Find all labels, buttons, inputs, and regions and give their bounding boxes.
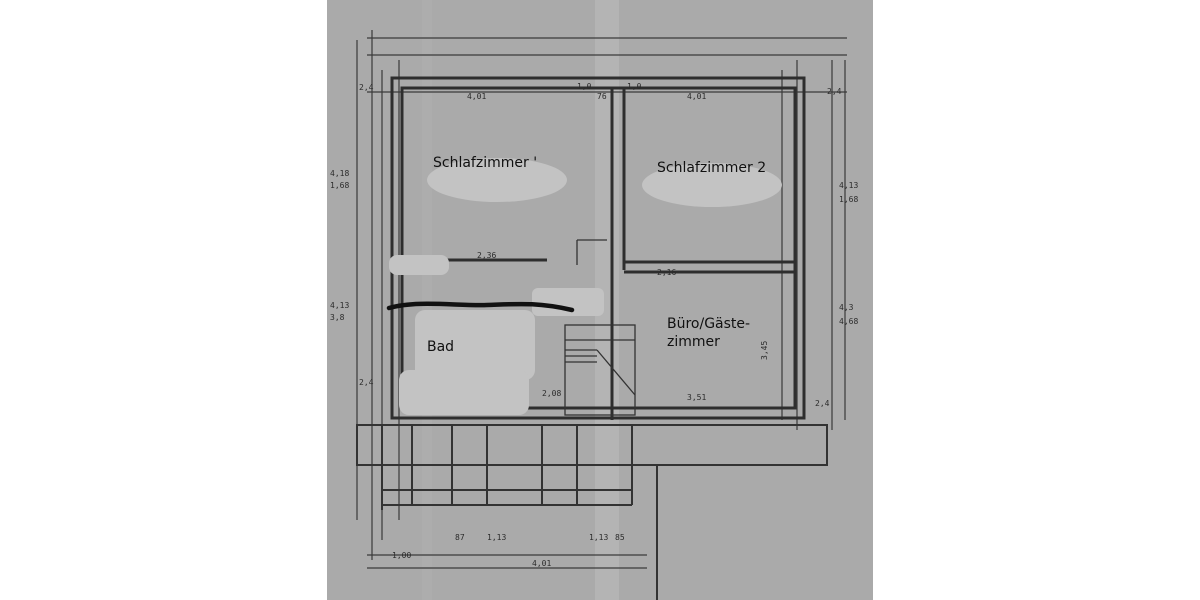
dimension-label: 2,08 xyxy=(542,389,561,398)
dimension-label: 4,13 xyxy=(839,181,858,190)
room-label-bad: Bad xyxy=(427,339,455,355)
dimension-label: 3,8 xyxy=(330,313,345,322)
dimension-label: 2,4 xyxy=(815,399,830,408)
room-label-buero-line-2: zimmer xyxy=(667,334,720,350)
terrace-outline xyxy=(356,424,828,600)
room-label-buero-line-1: Büro/Gäste- xyxy=(667,316,751,332)
wall-lines xyxy=(390,76,806,420)
dimension-label: 2,16 xyxy=(657,268,676,277)
dimension-label: 1,68 xyxy=(839,195,858,204)
dimension-label: 1,00 xyxy=(392,551,411,560)
floor-plan-drawing: 2,4 4,01 4,01 2,4 1,0 76 1,0 4,18 1,68 4… xyxy=(327,0,873,600)
dimension-label: 1,68 xyxy=(330,181,349,190)
room-label-schlafzimmer-2: Schlafzimmer 2 xyxy=(657,160,767,176)
dimension-label: 3,45 xyxy=(760,341,769,360)
dimension-label: 1,13 xyxy=(487,533,506,542)
dimension-label: 1,0 xyxy=(577,82,592,91)
dimension-label: 2,4 xyxy=(359,83,374,92)
dimension-label: 4,01 xyxy=(687,92,706,101)
dimension-label: 4,68 xyxy=(839,317,858,326)
dimension-labels: 2,4 4,01 4,01 2,4 1,0 76 1,0 4,18 1,68 4… xyxy=(330,82,858,568)
dimension-label: 2,4 xyxy=(359,378,374,387)
scan-streak xyxy=(422,0,432,600)
marker-stroke xyxy=(386,301,575,313)
dimension-label: 1,13 xyxy=(589,533,608,542)
dimension-label: 85 xyxy=(615,533,625,542)
dimension-label: 2,4 xyxy=(827,87,842,96)
dimension-label: 3,51 xyxy=(687,393,706,402)
dimension-label: 4,01 xyxy=(532,559,551,568)
room-label-schlafzimmer-1: Schlafzimmer ' xyxy=(433,155,538,171)
dimension-label: 4,01 xyxy=(467,92,486,101)
floor-plan-scan: 2,4 4,01 4,01 2,4 1,0 76 1,0 4,18 1,68 4… xyxy=(327,0,873,600)
dimension-label: 76 xyxy=(597,92,607,101)
dimension-label: 2,36 xyxy=(477,251,496,260)
dimension-label: 87 xyxy=(455,533,465,542)
staircase xyxy=(564,239,636,416)
dimension-label: 1,0 xyxy=(627,82,642,91)
dimension-label: 4,3 xyxy=(839,303,854,312)
dimension-label: 4,13 xyxy=(330,301,349,310)
redaction-marks xyxy=(389,158,782,415)
dimension-label: 4,18 xyxy=(330,169,349,178)
